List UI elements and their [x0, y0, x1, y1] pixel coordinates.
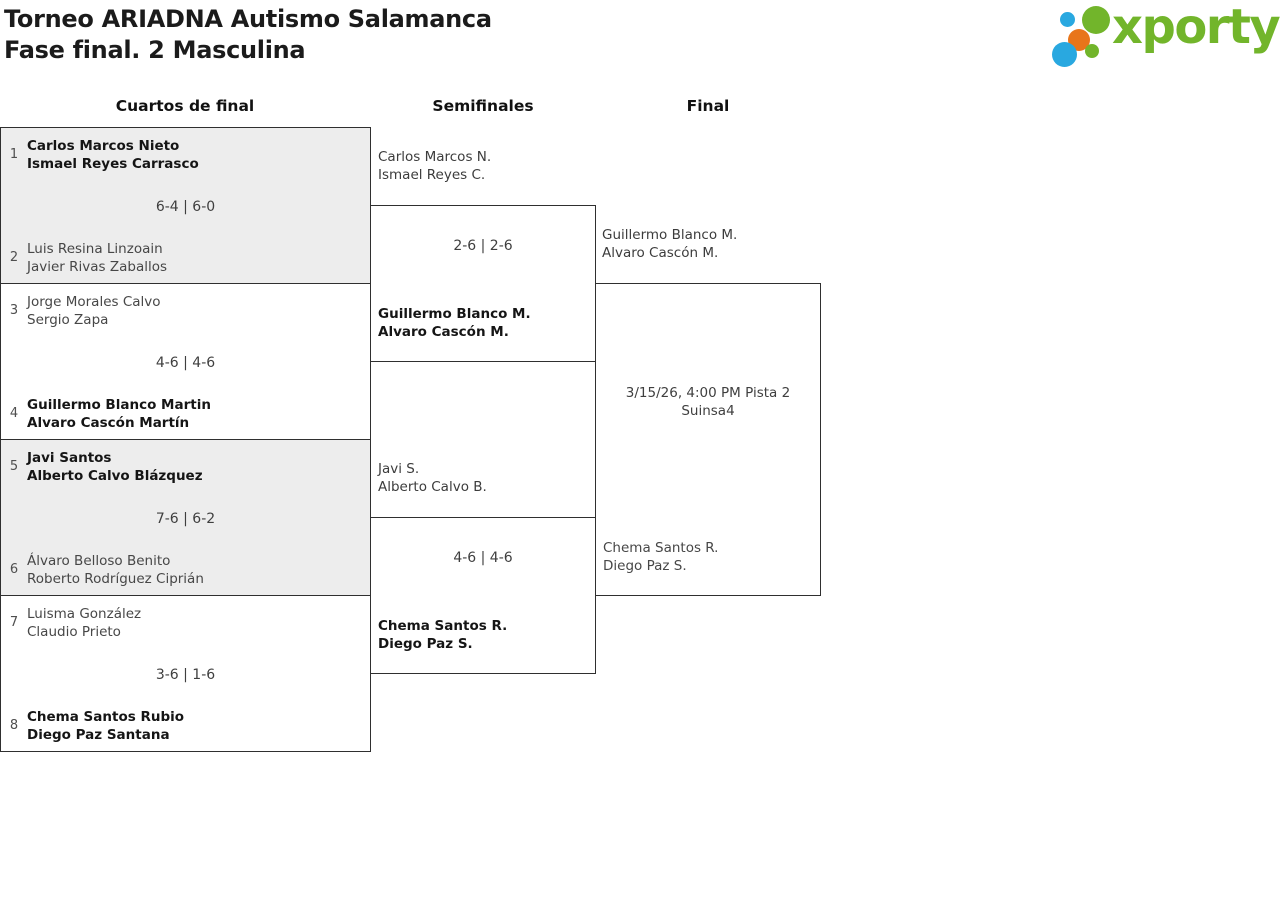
team-entry: Chema Santos R. Diego Paz S. — [378, 617, 507, 653]
player-name: Diego Paz Santana — [27, 727, 170, 743]
tournament-subtitle: Fase final. 2 Masculina — [4, 36, 306, 64]
logo-dot-green-large — [1082, 6, 1110, 34]
match-venue: Suinsa4 — [681, 403, 735, 419]
seed-number: 2 — [9, 250, 19, 265]
team-entry: Carlos Marcos Nieto Ismael Reyes Carrasc… — [27, 137, 199, 173]
logo-dot-blue-small — [1060, 12, 1075, 27]
final-team1-label: Guillermo Blanco M. Alvaro Cascón M. — [602, 226, 737, 262]
qf-match-2: 3 Jorge Morales Calvo Sergio Zapa 4-6 | … — [0, 283, 371, 440]
round-header-final: Final — [686, 97, 730, 115]
page-title: Torneo ARIADNA Autismo Salamanca Fase fi… — [4, 4, 492, 66]
qf-match-3: 5 Javi Santos Alberto Calvo Blázquez 7-6… — [0, 439, 371, 596]
seed-number: 7 — [9, 615, 19, 630]
player-name: Javi S. — [378, 461, 420, 477]
seed-number: 8 — [9, 718, 19, 733]
player-name: Claudio Prieto — [27, 624, 121, 640]
player-name: Guillermo Blanco Martin — [27, 397, 211, 413]
seed-number: 5 — [9, 459, 19, 474]
logo-text: xporty — [1112, 0, 1280, 55]
xporty-logo[interactable]: xporty — [1048, 0, 1280, 72]
player-name: Carlos Marcos Nieto — [27, 138, 180, 154]
qf-match-1: 1 Carlos Marcos Nieto Ismael Reyes Carra… — [0, 127, 371, 284]
round-header-semifinales: Semifinales — [432, 97, 534, 115]
match-score: 2-6 | 2-6 — [453, 238, 513, 254]
player-name: Diego Paz S. — [378, 636, 473, 652]
player-name: Alvaro Cascón M. — [602, 245, 719, 261]
round-header-cuartos: Cuartos de final — [115, 97, 255, 115]
sf2-team1-label: Javi S. Alberto Calvo B. — [378, 460, 487, 496]
tournament-title: Torneo ARIADNA Autismo Salamanca — [4, 5, 492, 33]
match-score: 4-6 | 4-6 — [453, 550, 513, 566]
team-entry: Chema Santos R. Diego Paz S. — [603, 539, 718, 575]
match-score: 3-6 | 1-6 — [155, 667, 216, 683]
team-entry: Guillermo Blanco M. Alvaro Cascón M. — [378, 305, 531, 341]
match-score: 6-4 | 6-0 — [155, 199, 216, 215]
team-entry: Guillermo Blanco Martin Alvaro Cascón Ma… — [27, 396, 211, 432]
match-datetime-court: 3/15/26, 4:00 PM Pista 2 — [625, 385, 791, 401]
match-schedule: 3/15/26, 4:00 PM Pista 2 Suinsa4 — [596, 384, 820, 420]
player-name: Diego Paz S. — [603, 558, 687, 574]
sf-match-1: 2-6 | 2-6 Guillermo Blanco M. Alvaro Cas… — [370, 205, 596, 362]
player-name: Alberto Calvo Blázquez — [27, 468, 203, 484]
player-name: Chema Santos R. — [603, 540, 719, 556]
seed-number: 6 — [9, 562, 19, 577]
sf-match-2: 4-6 | 4-6 Chema Santos R. Diego Paz S. — [370, 517, 596, 674]
player-name: Guillermo Blanco M. — [378, 306, 531, 322]
player-name: Sergio Zapa — [27, 312, 109, 328]
logo-dot-green-small — [1085, 44, 1099, 58]
team-entry: Álvaro Belloso Benito Roberto Rodríguez … — [27, 552, 204, 588]
team-entry: Chema Santos Rubio Diego Paz Santana — [27, 708, 184, 744]
player-name: Luisma González — [27, 606, 142, 622]
final-match: 3/15/26, 4:00 PM Pista 2 Suinsa4 Chema S… — [595, 283, 821, 596]
player-name: Luis Resina Linzoain — [27, 241, 163, 257]
match-score: 7-6 | 6-2 — [155, 511, 216, 527]
player-name: Roberto Rodríguez Ciprián — [27, 571, 204, 587]
logo-dot-blue-large — [1052, 42, 1077, 67]
sf1-team1-label: Carlos Marcos N. Ismael Reyes C. — [378, 148, 491, 184]
player-name: Alvaro Cascón Martín — [27, 415, 190, 431]
player-name: Álvaro Belloso Benito — [27, 553, 171, 569]
player-name: Javi Santos — [27, 450, 112, 466]
seed-number: 1 — [9, 147, 19, 162]
seed-number: 3 — [9, 303, 19, 318]
team-entry: Luisma González Claudio Prieto — [27, 605, 141, 641]
player-name: Chema Santos Rubio — [27, 709, 185, 725]
seed-number: 4 — [9, 406, 19, 421]
player-name: Guillermo Blanco M. — [602, 227, 738, 243]
match-score: 4-6 | 4-6 — [155, 355, 216, 371]
player-name: Alberto Calvo B. — [378, 479, 487, 495]
player-name: Chema Santos R. — [378, 618, 508, 634]
player-name: Carlos Marcos N. — [378, 149, 492, 165]
player-name: Jorge Morales Calvo — [27, 294, 161, 310]
player-name: Ismael Reyes C. — [378, 167, 486, 183]
team-entry: Jorge Morales Calvo Sergio Zapa — [27, 293, 161, 329]
qf-match-4: 7 Luisma González Claudio Prieto 3-6 | 1… — [0, 595, 371, 752]
player-name: Alvaro Cascón M. — [378, 324, 509, 340]
player-name: Ismael Reyes Carrasco — [27, 156, 199, 172]
team-entry: Javi Santos Alberto Calvo Blázquez — [27, 449, 203, 485]
team-entry: Luis Resina Linzoain Javier Rivas Zaball… — [27, 240, 167, 276]
player-name: Javier Rivas Zaballos — [27, 259, 168, 275]
